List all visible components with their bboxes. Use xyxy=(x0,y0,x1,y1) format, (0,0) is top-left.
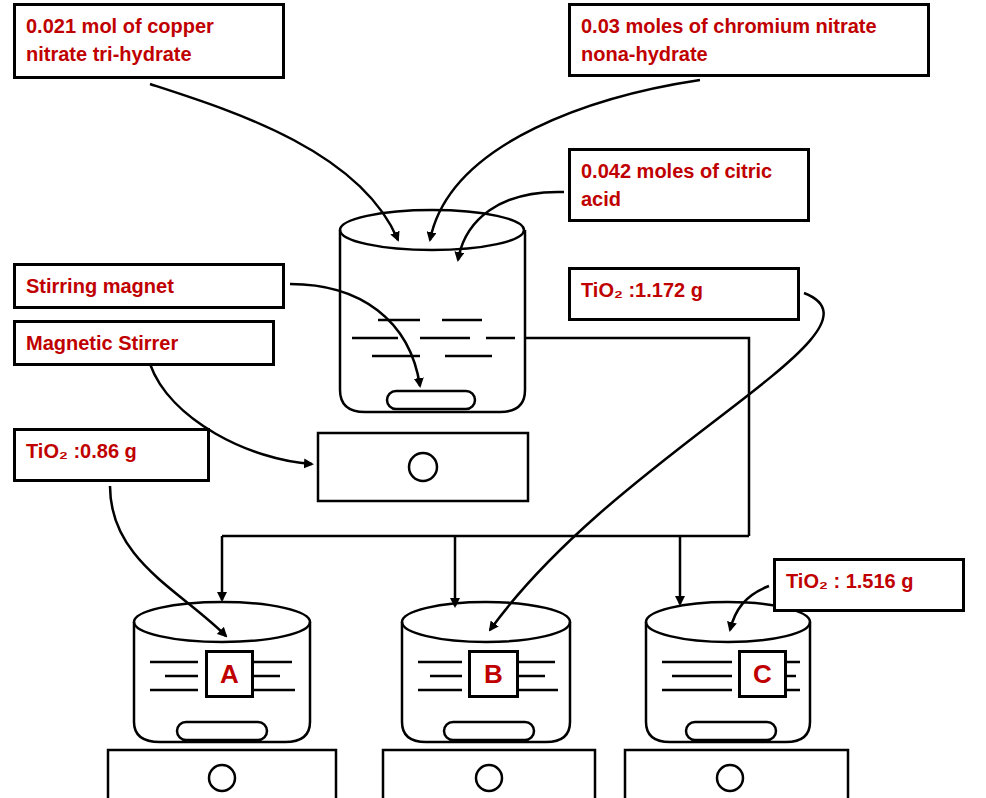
beaker-letter: B xyxy=(468,650,519,698)
label-text: A xyxy=(208,659,251,689)
leader-arrow xyxy=(110,486,226,636)
leader-arrow xyxy=(730,586,769,630)
label-text: Magnetic Stirrer xyxy=(26,329,262,357)
leader-arrow xyxy=(458,192,564,260)
reagent-label: 0.042 moles of citric acid xyxy=(568,148,810,222)
stirring-magnet xyxy=(686,722,776,740)
stirring-magnet xyxy=(177,722,267,740)
distribution-arrow xyxy=(221,536,224,600)
beaker-body xyxy=(402,622,570,742)
reagent-label: TiO₂ : 1.516 g xyxy=(773,558,965,612)
label-text: TiO₂ :0.86 g xyxy=(26,437,197,465)
label-text: Stirring magnet xyxy=(26,272,272,300)
stirrer-knob xyxy=(717,765,743,791)
part-label: Magnetic Stirrer xyxy=(13,320,275,366)
beaker-letter: A xyxy=(205,650,254,698)
beaker-body xyxy=(134,622,310,742)
beaker-body xyxy=(646,622,810,742)
label-text: 0.021 mol of copper nitrate tri-hydrate xyxy=(26,12,272,68)
distribution-arrow xyxy=(679,536,682,604)
label-text: 0.03 moles of chromium nitrate nona-hydr… xyxy=(581,12,917,68)
label-text: TiO₂ : 1.516 g xyxy=(786,567,952,595)
label-text: 0.042 moles of citric acid xyxy=(581,157,797,213)
stirring-magnet xyxy=(387,391,475,409)
stirrer-knob xyxy=(209,765,235,791)
distribution-line xyxy=(222,338,749,536)
stirrer-knob xyxy=(409,453,437,481)
stirrer-knob xyxy=(476,765,502,791)
distribution-arrow xyxy=(454,536,457,606)
leader-arrow xyxy=(290,284,420,386)
reagent-label: TiO₂ :0.86 g xyxy=(13,428,210,482)
part-label: Stirring magnet xyxy=(13,263,285,309)
beaker-rim xyxy=(134,602,310,642)
reagent-label: 0.03 moles of chromium nitrate nona-hydr… xyxy=(568,3,930,77)
beaker-body xyxy=(340,230,525,412)
liquid-lines xyxy=(352,320,515,356)
beaker-letter: C xyxy=(738,650,787,698)
label-text: TiO₂ :1.172 g xyxy=(581,276,787,304)
reagent-label: 0.021 mol of copper nitrate tri-hydrate xyxy=(13,3,285,79)
beaker-rim xyxy=(402,602,570,642)
label-text: B xyxy=(471,659,516,689)
magnetic-stirrer xyxy=(108,750,336,798)
reagent-label: TiO₂ :1.172 g xyxy=(568,267,800,321)
label-text: C xyxy=(741,659,784,689)
leader-arrow xyxy=(150,84,398,240)
magnetic-stirrer xyxy=(625,750,848,798)
stirring-magnet xyxy=(444,722,534,740)
magnetic-stirrer xyxy=(383,750,595,798)
magnetic-stirrer xyxy=(318,433,528,501)
